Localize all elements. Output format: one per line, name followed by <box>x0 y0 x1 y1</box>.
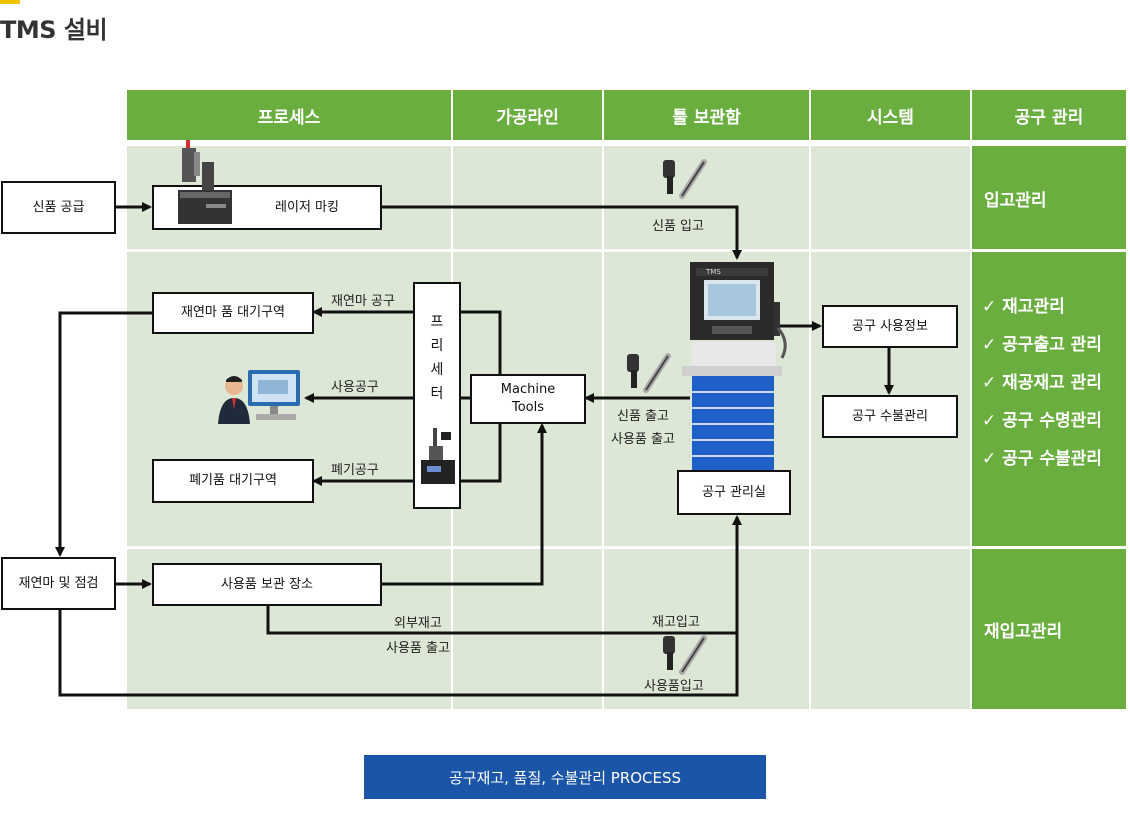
label-used-out-2: 사용품 출고 <box>386 641 450 656</box>
tool-ledger-box[interactable]: 공구 수불관리 <box>822 395 958 438</box>
row-receiving: 입고관리 <box>972 146 1126 249</box>
barcode-scanner-icon <box>663 159 707 199</box>
process-button[interactable]: 공구재고, 품질, 수불관리 PROCESS <box>364 755 766 799</box>
mgmt-item: ✓ 재고관리 <box>982 297 1065 317</box>
scrap-wait-box[interactable]: 폐기품 대기구역 <box>152 459 314 503</box>
mgmt-item: ✓ 재공재고 관리 <box>982 373 1102 393</box>
tool-room-box[interactable]: 공구 관리실 <box>677 470 791 515</box>
tool-usage-info-box[interactable]: 공구 사용정보 <box>822 305 958 348</box>
presetter-char: 세 <box>430 362 444 378</box>
regrind-wait-box[interactable]: 재연마 품 대기구역 <box>152 292 314 334</box>
title-accent-bar <box>0 0 20 4</box>
presetter-machine-icon <box>421 428 455 484</box>
label-scrap-tool: 폐기공구 <box>331 463 379 478</box>
mgmt-item: ✓ 공구 수명관리 <box>982 411 1102 431</box>
column-header-system: 시스템 <box>811 90 970 140</box>
page-title: TMS 설비 <box>0 16 108 44</box>
column-header-tool-cabinet: 툴 보관함 <box>604 90 809 140</box>
mgmt-item: ✓ 공구 수불관리 <box>982 449 1102 469</box>
label-used-tool: 사용공구 <box>331 380 379 395</box>
column-header-process: 프로세스 <box>127 90 451 140</box>
label-new-in: 신품 입고 <box>652 219 704 234</box>
label-used-out: 사용품 출고 <box>611 432 675 447</box>
mgmt-item: ✓ 공구출고 관리 <box>982 335 1102 355</box>
laser-marker-icon <box>178 140 232 224</box>
receiving-title: 입고관리 <box>984 191 1047 211</box>
label-regrind-tool: 재연마 공구 <box>331 294 395 309</box>
label-external-wip: 외부재고 <box>394 616 442 631</box>
presetter-char: 프 <box>430 314 444 330</box>
inventory-list: ✓ 재고관리 ✓ 공구출고 관리 ✓ 재공재고 관리 ✓ 공구 수명관리 ✓ 공… <box>982 288 1102 478</box>
machine-tools-box[interactable]: Machine Tools <box>470 374 586 424</box>
label-stock-in: 재고입고 <box>652 615 700 630</box>
column-header-line: 가공라인 <box>453 90 602 140</box>
label-used-in: 사용품입고 <box>644 679 704 694</box>
label-new-out: 신품 출고 <box>617 409 669 424</box>
row-reentry: 재입고관리 <box>972 549 1126 709</box>
presetter-box[interactable]: 프 리 세 터 <box>413 282 461 509</box>
column-header-management: 공구 관리 <box>972 90 1126 140</box>
operator-workstation-icon <box>218 370 300 424</box>
presetter-char: 터 <box>430 386 444 402</box>
row-inventory: ✓ 재고관리 ✓ 공구출고 관리 ✓ 재공재고 관리 ✓ 공구 수명관리 ✓ 공… <box>972 252 1126 546</box>
barcode-scanner-icon <box>627 353 671 393</box>
reentry-title: 재입고관리 <box>984 622 1063 642</box>
cabinet-brand: TMS <box>705 268 721 276</box>
regrind-inspect-box[interactable]: 재연마 및 점검 <box>1 557 116 610</box>
new-supply-box[interactable]: 신품 공급 <box>1 181 116 234</box>
used-storage-box[interactable]: 사용품 보관 장소 <box>152 563 382 606</box>
presetter-char: 리 <box>430 338 444 354</box>
barcode-scanner-icon <box>663 635 707 675</box>
tool-cabinet-icon: TMS <box>682 262 787 470</box>
presetter-label: 프 리 세 터 <box>415 310 459 406</box>
